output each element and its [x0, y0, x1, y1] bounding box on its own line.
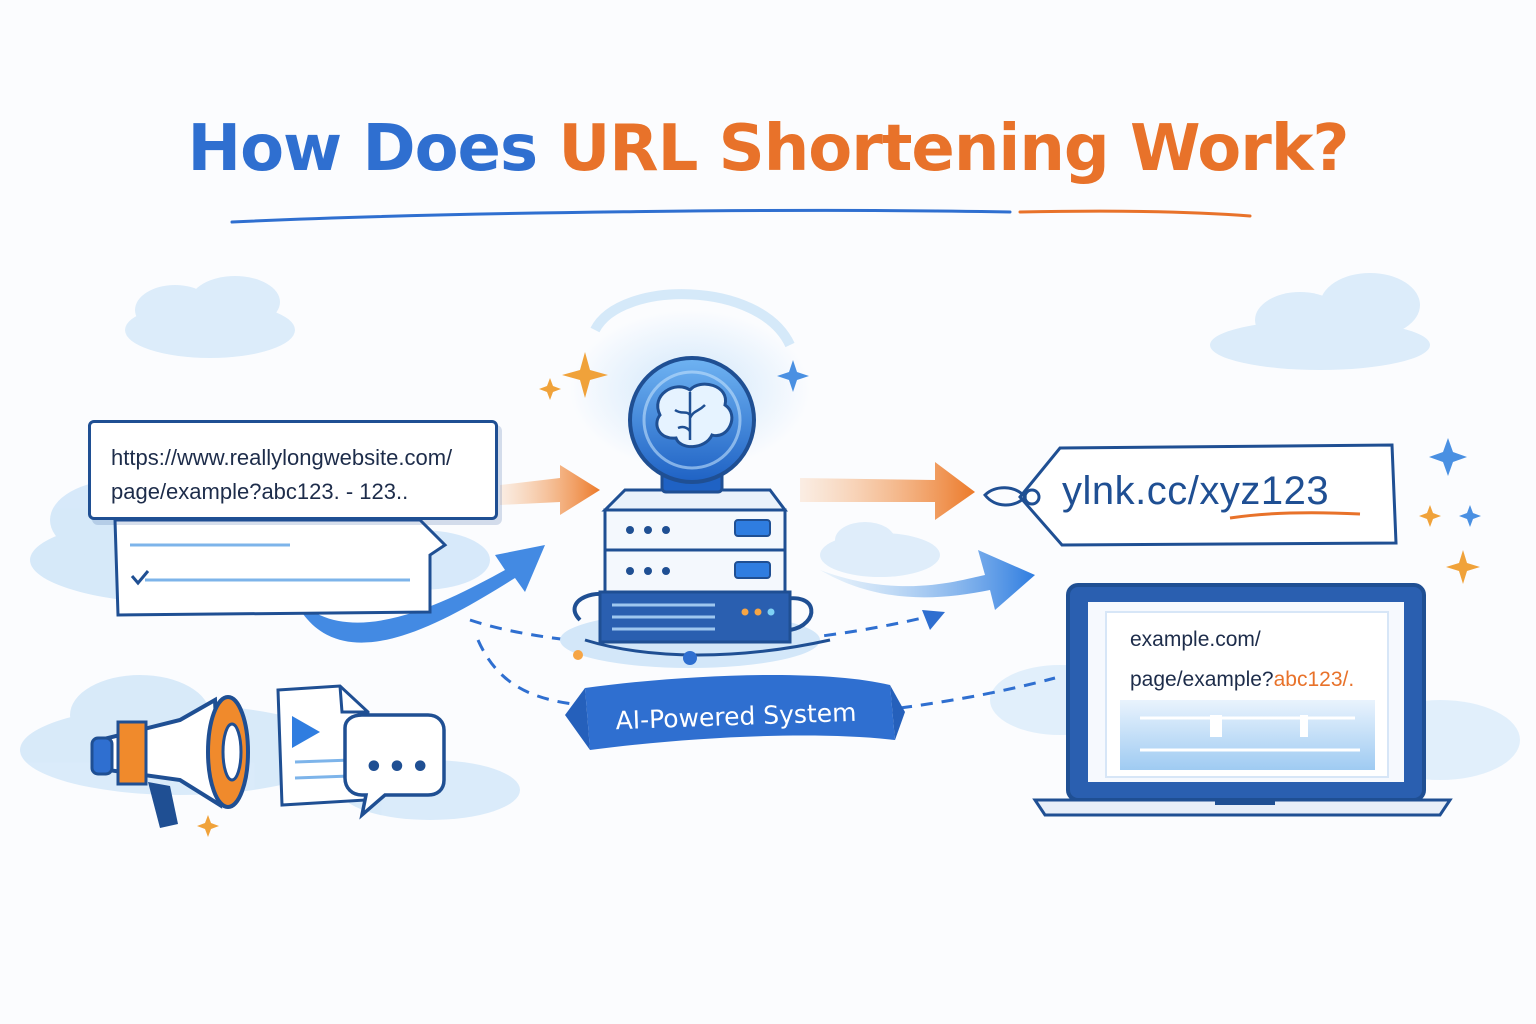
destination-url: example.com/ page/example?abc123/.: [1130, 620, 1380, 700]
short-url-text: ylnk.cc/xyz123: [1062, 469, 1329, 514]
laptop-icon: [1032, 583, 1453, 817]
title-underline: [230, 208, 1252, 224]
tag-icon: [983, 443, 1398, 547]
title-part-3: ?: [1312, 112, 1349, 186]
megaphone-icon: [90, 695, 250, 828]
chat-bubble-text: •••: [364, 750, 434, 785]
cloud-icon: [125, 276, 295, 358]
short-url-prefix: ylnk.cc/: [1062, 469, 1200, 513]
cloud-icon: [820, 522, 940, 577]
long-url-line-2: page/example?abc123. - 123..: [111, 479, 409, 504]
arrow-icon: [500, 465, 600, 515]
title-part-1: How Does: [187, 112, 559, 186]
chat-bubble-icon: [343, 713, 446, 820]
server-icon: [560, 488, 831, 668]
short-url-code: xyz123: [1199, 469, 1330, 513]
page-title: How Does URL Shortening Work?: [0, 112, 1536, 186]
short-url-tag: ylnk.cc/xyz123: [1022, 443, 1396, 543]
long-url-card: https://www.reallylongwebsite.com/ page/…: [88, 420, 498, 520]
arrow-icon: [290, 545, 545, 643]
cloud-icon: [1210, 273, 1430, 370]
ai-system-banner: [565, 674, 905, 750]
brain-icon: [628, 356, 756, 494]
destination-line-2-prefix: page/example?: [1130, 668, 1274, 691]
arrow-icon: [820, 550, 1035, 610]
document-icon: [113, 518, 448, 617]
arrow-icon: [800, 462, 975, 520]
destination-line-2: page/example?abc123/.: [1130, 660, 1380, 700]
long-url-line-1: https://www.reallylongwebsite.com/: [111, 445, 453, 470]
destination-line-2-highlight: abc123/.: [1273, 668, 1355, 691]
destination-line-1: example.com/: [1130, 628, 1261, 651]
title-part-2: URL Shortening Work: [558, 112, 1313, 186]
